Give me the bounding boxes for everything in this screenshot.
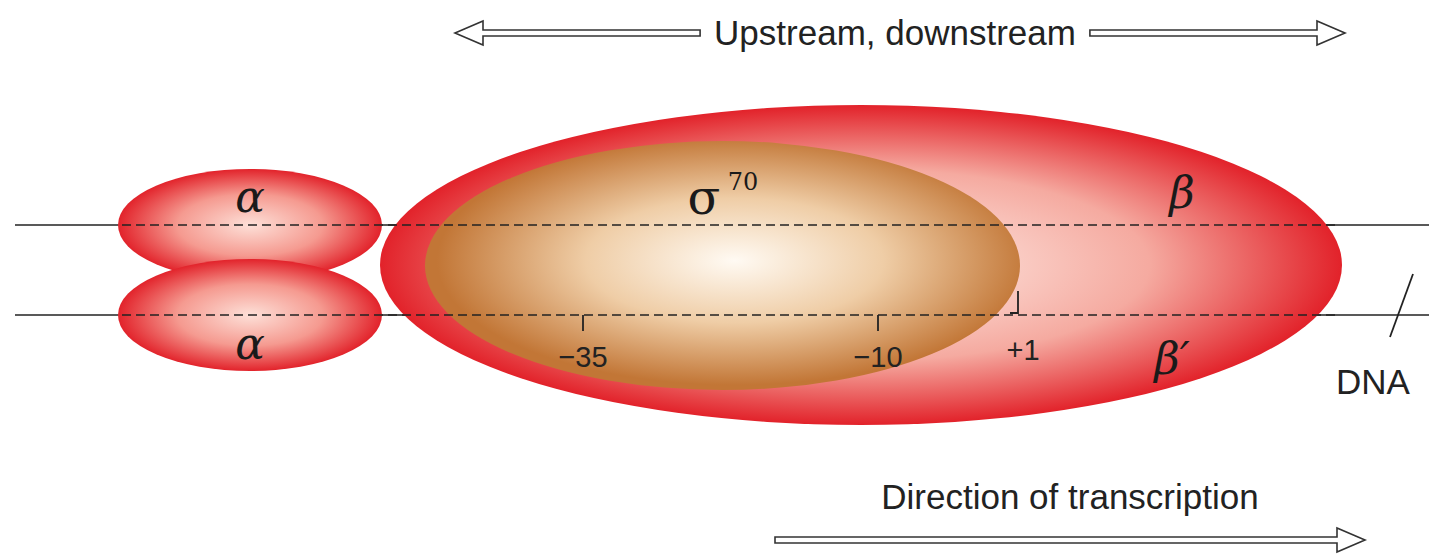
leader-line: [1390, 274, 1413, 337]
dna-strand-dashed: [122, 314, 1336, 316]
position-tick: [877, 315, 879, 331]
direction-label: Upstream, downstream: [714, 13, 1076, 53]
subunit-label: β′: [1154, 333, 1189, 384]
direction-label: Direction of transcription: [881, 477, 1258, 517]
sigma-factor-outline: [425, 138, 1020, 393]
position-number: −35: [558, 341, 607, 374]
position-number: +1: [1006, 334, 1039, 367]
dna-label: DNA: [1336, 362, 1410, 402]
dna-strand-dashed: [122, 224, 1336, 226]
position-tick: [582, 315, 584, 331]
hollow-arrow: [455, 21, 700, 45]
subunit-superscript: 70: [728, 168, 759, 196]
start-site-mark: [1010, 291, 1018, 313]
position-number: −10: [853, 341, 902, 374]
core-ellipse: [380, 105, 1342, 425]
sigma-factor: σ70: [425, 138, 1020, 393]
subunit-label: β: [1169, 167, 1194, 218]
subunit-label: α: [235, 318, 265, 369]
subunit-label: α: [235, 171, 265, 222]
subunit-label: σ: [688, 169, 721, 225]
hollow-arrow: [1090, 21, 1345, 45]
sigma-ellipse: [425, 141, 1020, 390]
alpha-subunits: αα: [115, 165, 390, 377]
hollow-arrow: [775, 528, 1365, 552]
core-enzyme: β β′ σ70: [378, 103, 1344, 427]
